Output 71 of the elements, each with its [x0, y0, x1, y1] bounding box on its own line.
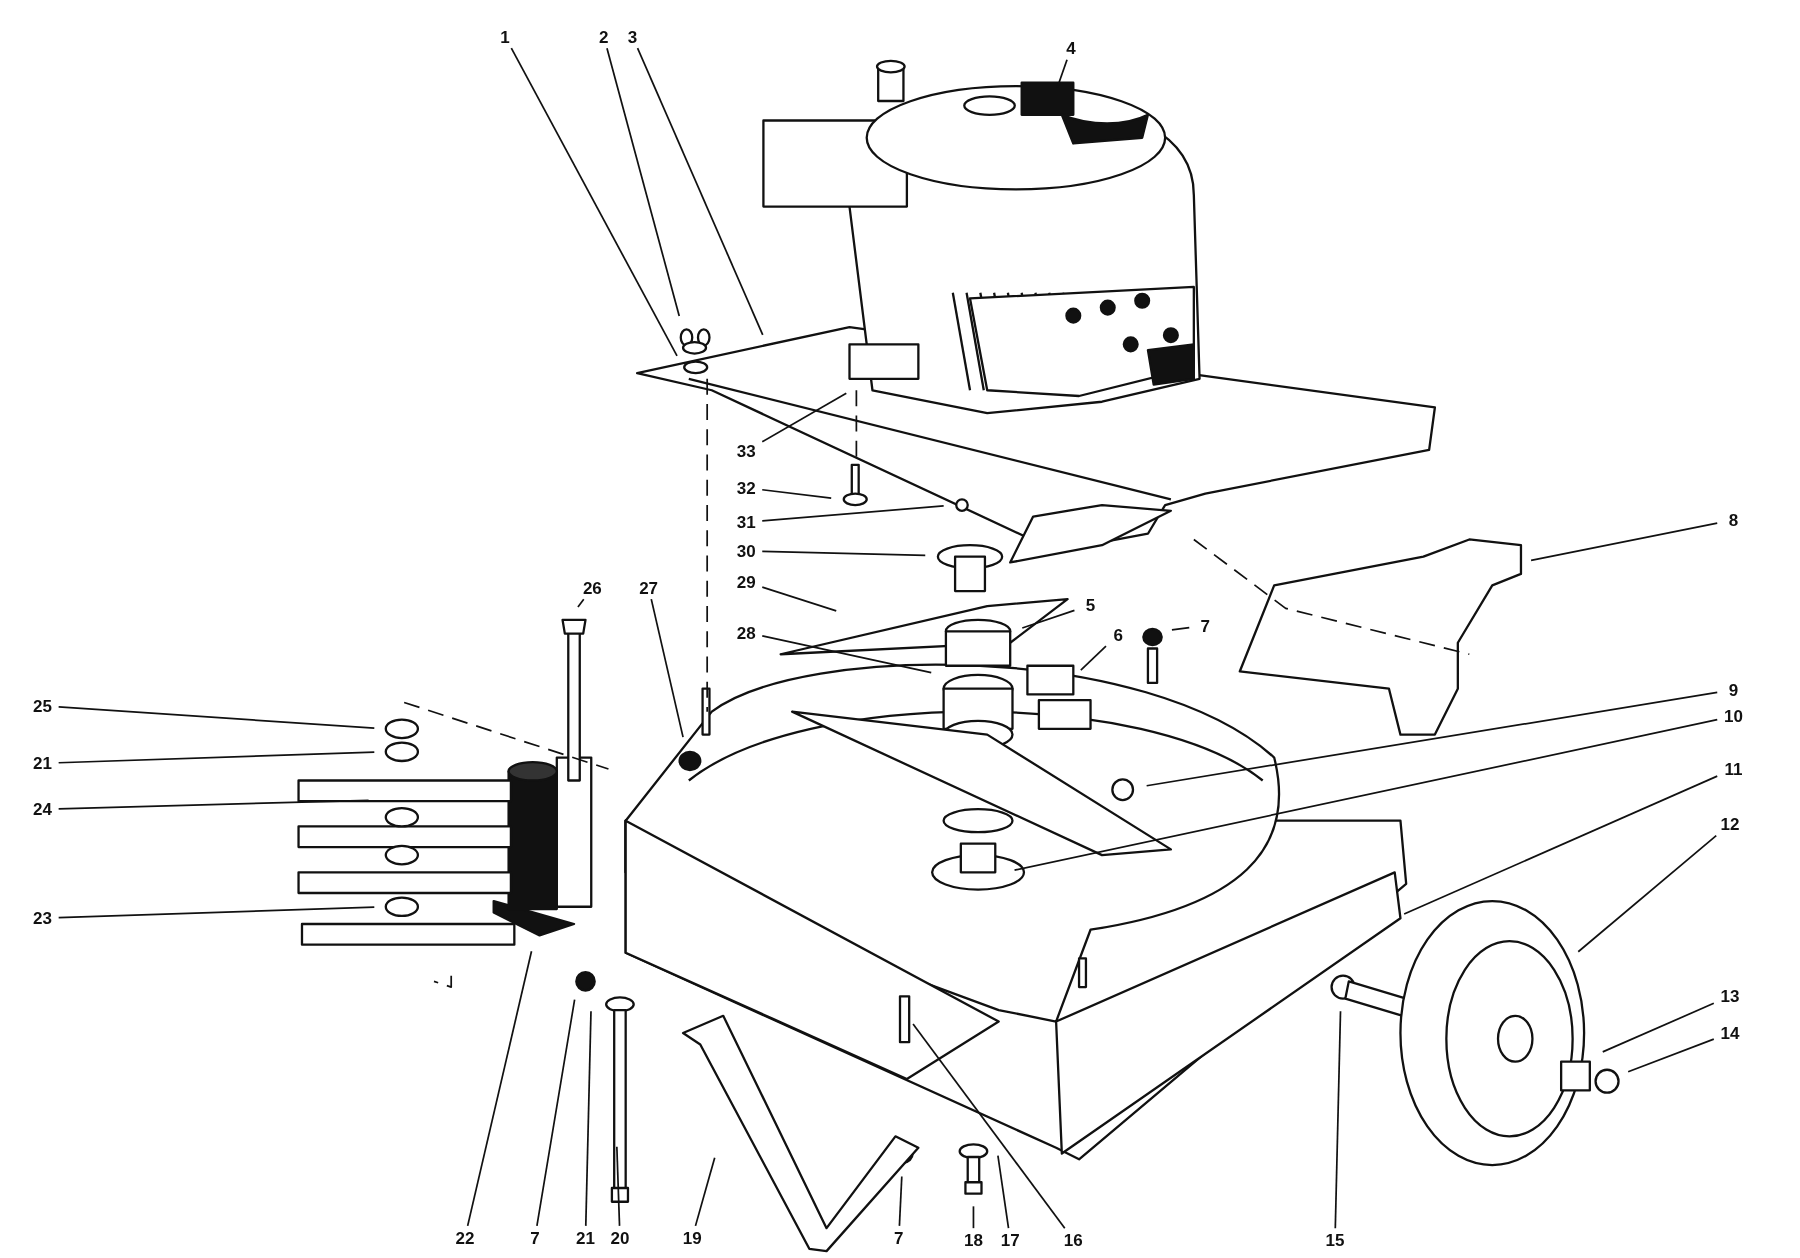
- leader-line: [761, 635, 933, 674]
- callout-number: 23: [33, 909, 52, 927]
- leader-line: [57, 799, 370, 810]
- callout-number: 6: [1113, 626, 1123, 644]
- callout-number: 27: [639, 579, 659, 597]
- leader-line: [761, 586, 838, 612]
- leader-line: [761, 550, 927, 557]
- leader-line: [761, 505, 945, 522]
- leader-line: [1627, 1038, 1715, 1073]
- callout-number: 20: [610, 1229, 630, 1246]
- callout-number: 18: [964, 1231, 983, 1249]
- callout-number: 2: [599, 28, 609, 46]
- leader-line: [57, 906, 376, 919]
- leader-line: [636, 47, 764, 336]
- leader-line: [1079, 645, 1107, 671]
- leader-line: [972, 1205, 975, 1229]
- leader-line: [1577, 834, 1718, 953]
- callout-number: 11: [1724, 760, 1743, 778]
- callout-number: 5: [1085, 596, 1096, 614]
- callout-number: 7: [1200, 617, 1211, 635]
- callout-number: 9: [1728, 681, 1739, 699]
- leader-line: [761, 392, 848, 443]
- leader-line: [536, 998, 576, 1227]
- leader-line: [57, 706, 376, 730]
- callout-number: 33: [736, 442, 756, 460]
- callout-number: 4: [1066, 39, 1076, 57]
- callout-number: 1: [500, 28, 510, 46]
- leader-line: [912, 1023, 1066, 1229]
- leader-line: [997, 1154, 1010, 1229]
- callout-number: 7: [530, 1229, 540, 1246]
- callout-number: 29: [736, 573, 756, 591]
- leader-line: [57, 751, 376, 764]
- leader-line: [1601, 1002, 1715, 1053]
- leader-line: [1145, 691, 1719, 787]
- callout-number: 15: [1325, 1231, 1345, 1249]
- leader-line: [1530, 522, 1719, 562]
- leader-line: [1013, 718, 1719, 872]
- callout-number: 24: [33, 800, 52, 818]
- callout-number: 30: [736, 542, 756, 560]
- callout-number: 19: [682, 1229, 702, 1246]
- callout-number: 16: [1063, 1231, 1083, 1249]
- leader-line: [898, 1175, 903, 1227]
- leader-line: [1334, 1010, 1342, 1229]
- leader-line: [510, 47, 678, 357]
- leader-line: [466, 950, 533, 1227]
- callout-number: 21: [33, 754, 52, 772]
- callout-number: 26: [582, 579, 602, 597]
- callout-number: 17: [1000, 1231, 1020, 1249]
- callout-number: 32: [736, 479, 756, 497]
- callout-number: 12: [1720, 815, 1740, 833]
- callout-number: 21: [576, 1229, 595, 1246]
- callout-number: 14: [1720, 1024, 1740, 1042]
- leader-line: [616, 1145, 621, 1227]
- leader-line: [1403, 775, 1719, 915]
- leader-line: [650, 598, 684, 738]
- callout-number: 3: [627, 28, 638, 46]
- callout-number: 31: [736, 513, 756, 531]
- callout-number: 28: [736, 624, 756, 641]
- leader-line: [606, 47, 681, 317]
- callout-number: 8: [1728, 511, 1739, 529]
- leader-line: [584, 1010, 592, 1227]
- leader-line: [1021, 609, 1076, 629]
- leader-line: [694, 1156, 716, 1227]
- leader-line: [761, 488, 833, 499]
- callout-number: 25: [33, 697, 52, 715]
- callout-number: 7: [894, 1229, 904, 1246]
- callout-number: 10: [1723, 707, 1743, 725]
- callout-number: 13: [1720, 987, 1740, 1005]
- callout-number: 22: [455, 1229, 475, 1246]
- leader-line: [1171, 626, 1191, 631]
- leader-line: [577, 598, 585, 608]
